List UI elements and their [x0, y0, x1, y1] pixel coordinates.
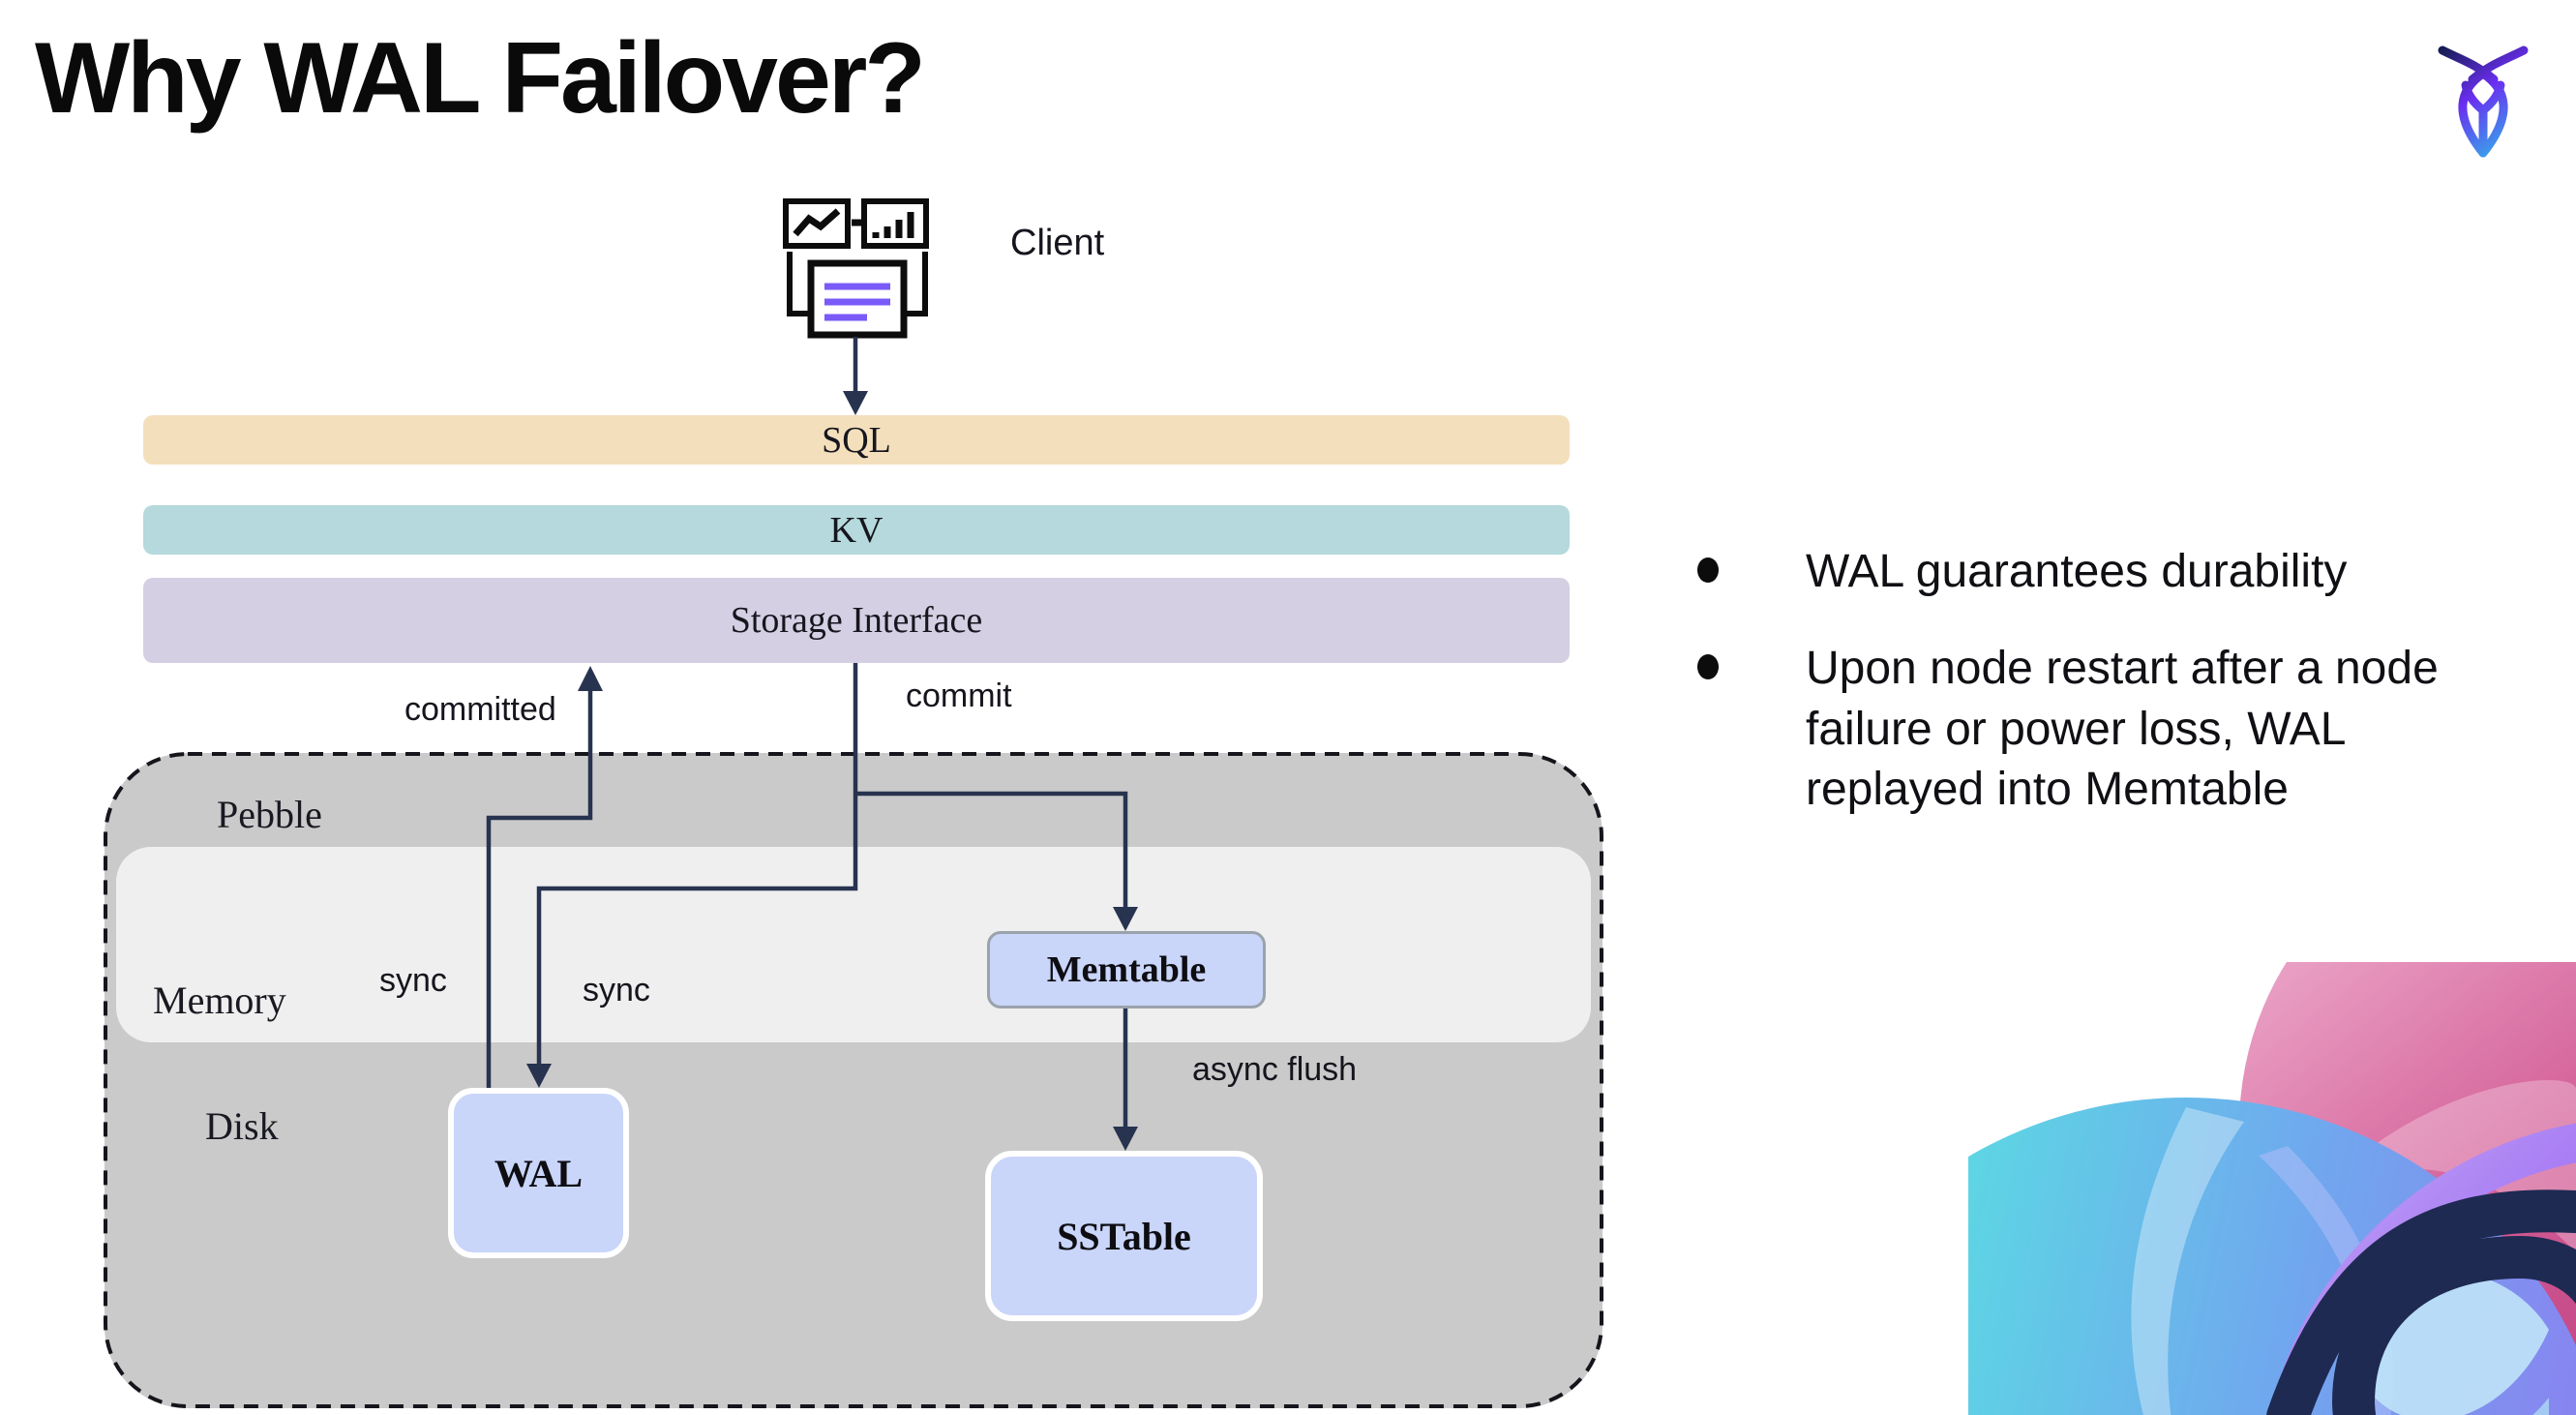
- layer-storage-interface: Storage Interface: [143, 578, 1570, 663]
- client-label: Client: [1010, 223, 1105, 263]
- art-navy-vines: [2266, 1189, 2576, 1415]
- pebble-label: Pebble: [217, 793, 322, 836]
- memory-label: Memory: [153, 978, 286, 1022]
- layer-kv-label: KV: [829, 509, 884, 551]
- bullet-text: Upon node restart after a node failure o…: [1806, 643, 2439, 816]
- layer-sql: SQL: [143, 415, 1570, 465]
- pebble-region: [105, 753, 1603, 1408]
- edge-label-commit: commit: [906, 677, 1012, 714]
- bullet-dot-icon: [1697, 654, 1719, 680]
- edge-label-sync-right: sync: [583, 972, 650, 1009]
- art-pink-highlight: [2307, 1080, 2576, 1252]
- art-teal-petal-1: [2131, 1107, 2244, 1415]
- edge-label-sync-left: sync: [379, 962, 447, 999]
- edge-label-committed: committed: [404, 691, 556, 728]
- list-item: Upon node restart after a node failure o…: [1697, 639, 2530, 820]
- bullet-text: WAL guarantees durability: [1806, 546, 2348, 597]
- cockroachdb-logo-icon: [2433, 41, 2533, 161]
- arrowhead-committed: [578, 666, 603, 691]
- layer-sql-label: SQL: [822, 419, 891, 461]
- wal-node: WAL: [448, 1088, 629, 1258]
- memory-band: [116, 847, 1591, 1042]
- client-workstation-icon: [780, 194, 935, 339]
- arrowhead-sql: [843, 391, 868, 415]
- sstable-label: SSTable: [1057, 1214, 1191, 1258]
- memtable-label: Memtable: [1046, 949, 1207, 990]
- edge-label-async-flush: async flush: [1192, 1051, 1358, 1088]
- sstable-node: SSTable: [985, 1151, 1263, 1321]
- bullet-list: WAL guarantees durability Upon node rest…: [1697, 542, 2530, 858]
- layer-kv: KV: [143, 505, 1570, 555]
- wal-label: WAL: [494, 1151, 584, 1195]
- bullet-dot-icon: [1697, 557, 1719, 583]
- memtable-node: Memtable: [987, 931, 1266, 1009]
- bar-chart-icon: [861, 198, 929, 249]
- line-chart-icon: [783, 198, 851, 249]
- art-light-leaf-2: [2532, 1398, 2549, 1415]
- brand-artwork: [1968, 962, 2576, 1415]
- list-item: WAL guarantees durability: [1697, 542, 2530, 602]
- layer-storage-interface-label: Storage Interface: [730, 600, 983, 641]
- page-title: Why WAL Failover?: [35, 22, 926, 135]
- disk-label: Disk: [205, 1104, 279, 1148]
